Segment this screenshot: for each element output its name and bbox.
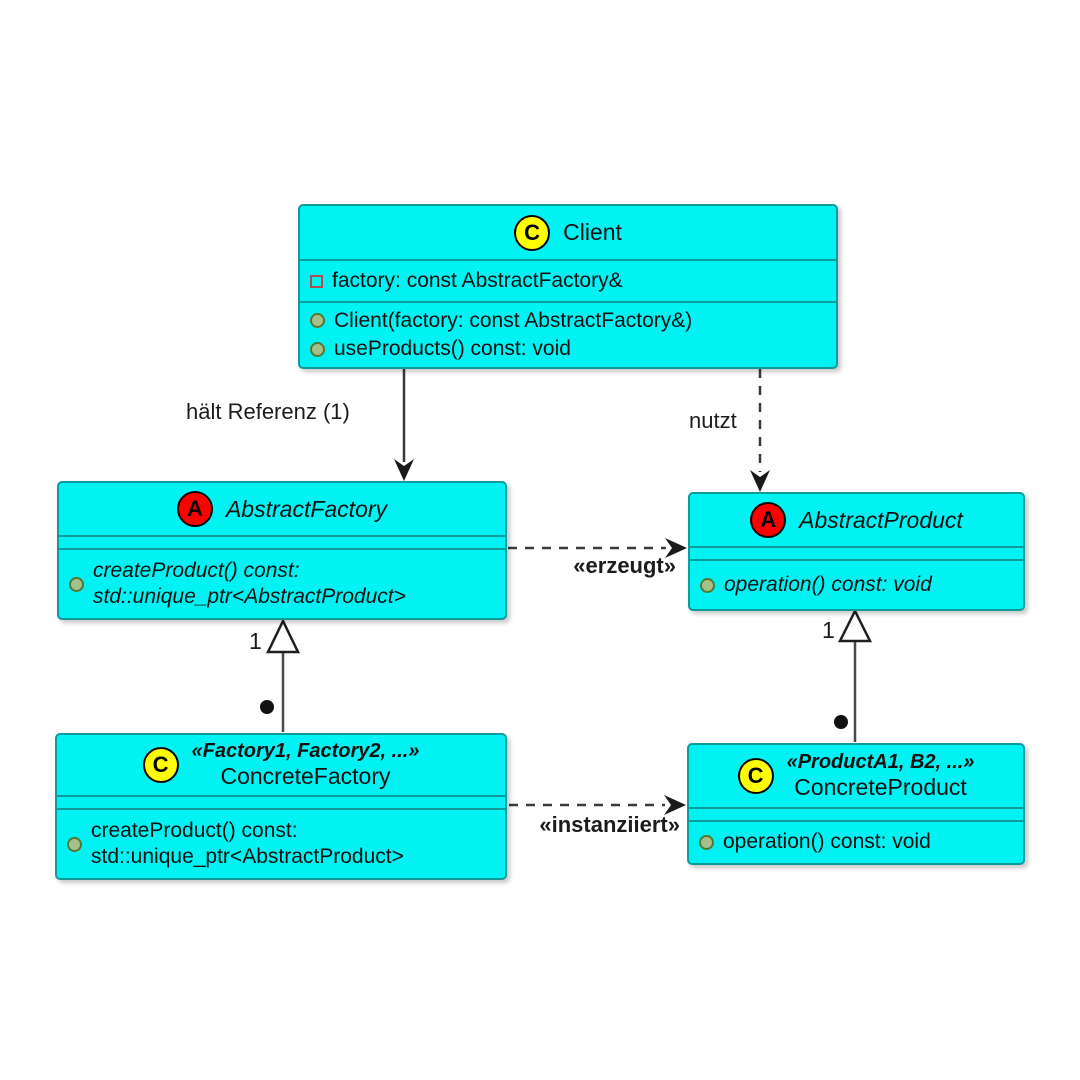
method-visibility-icon: [310, 313, 325, 329]
edge-label-creates: «erzeugt»: [573, 553, 676, 578]
multiplicity-product: 1: [822, 617, 835, 643]
class-name: AbstractProduct: [799, 506, 963, 533]
class-concrete-factory-title: C «Factory1, Factory2, ...» ConcreteFact…: [57, 735, 505, 795]
field-visibility-icon: [310, 274, 323, 288]
method-visibility-icon: [67, 836, 82, 852]
method-text: createProduct() const: std::unique_ptr<A…: [91, 818, 404, 868]
class-stereotype: «Factory1, Factory2, ...»: [191, 740, 420, 763]
class-concrete-factory[interactable]: C «Factory1, Factory2, ...» ConcreteFact…: [55, 733, 507, 880]
edge-label-holds-reference: hält Referenz (1): [186, 399, 350, 424]
class-abstract-factory-title: A AbstractFactory: [59, 483, 505, 535]
class-badge-icon: C: [737, 758, 774, 794]
attribute-text: factory: const AbstractFactory&: [332, 268, 623, 292]
class-concrete-product-methods: operation() const: void: [689, 820, 1023, 863]
class-client-attributes: factory: const AbstractFactory&: [300, 259, 836, 301]
method-text: useProducts() const: void: [334, 337, 571, 360]
method-text: createProduct() const: std::unique_ptr<A…: [93, 558, 406, 608]
method-row: Client(factory: const AbstractFactory&): [310, 308, 826, 334]
abstract-badge-icon: A: [750, 502, 787, 538]
method-row: useProducts() const: void: [310, 336, 826, 362]
class-stereotype: «ProductA1, B2, ...»: [786, 751, 975, 774]
method-row: operation() const: void: [700, 572, 1013, 598]
class-concrete-product-attributes: [689, 807, 1023, 820]
class-abstract-product-methods: operation() const: void: [690, 559, 1023, 609]
class-concrete-factory-methods: createProduct() const: std::unique_ptr<A…: [57, 808, 505, 878]
class-abstract-factory[interactable]: A AbstractFactory createProduct() const:…: [57, 481, 507, 620]
class-name: AbstractFactory: [225, 495, 388, 522]
method-row: operation() const: void: [699, 829, 1013, 855]
class-badge-icon: C: [142, 747, 179, 783]
class-name: ConcreteProduct: [794, 774, 967, 801]
class-abstract-factory-methods: createProduct() const: std::unique_ptr<A…: [59, 548, 505, 618]
class-concrete-product-title: C «ProductA1, B2, ...» ConcreteProduct: [689, 745, 1023, 807]
class-client-methods: Client(factory: const AbstractFactory&) …: [300, 301, 836, 367]
class-concrete-factory-attributes: [57, 795, 505, 808]
class-name: Client: [563, 219, 622, 245]
method-text: operation() const: void: [723, 830, 931, 854]
method-visibility-icon: [69, 576, 84, 592]
class-abstract-product[interactable]: A AbstractProduct operation() const: voi…: [688, 492, 1025, 611]
class-client[interactable]: C Client factory: const AbstractFactory&…: [298, 204, 838, 369]
method-row: createProduct() const: std::unique_ptr<A…: [69, 558, 495, 611]
edge-label-instantiates: «instanziiert»: [539, 812, 680, 837]
attribute-row: factory: const AbstractFactory&: [310, 268, 826, 294]
abstract-badge-icon: A: [176, 491, 213, 527]
method-visibility-icon: [700, 577, 715, 593]
method-visibility-icon: [699, 835, 714, 850]
multiplicity-factory: 1: [249, 628, 262, 654]
class-abstract-product-title: A AbstractProduct: [690, 494, 1023, 546]
method-row: createProduct() const: std::unique_ptr<A…: [67, 818, 495, 871]
class-badge-icon: C: [514, 214, 551, 251]
method-text: operation() const: void: [724, 572, 932, 596]
method-visibility-icon: [310, 341, 325, 357]
class-abstract-product-attributes: [690, 546, 1023, 559]
edge-label-uses: nutzt: [689, 408, 737, 433]
class-name: ConcreteFactory: [220, 763, 391, 790]
class-abstract-factory-attributes: [59, 535, 505, 548]
class-client-title: C Client: [300, 206, 836, 259]
class-concrete-product[interactable]: C «ProductA1, B2, ...» ConcreteProduct o…: [687, 743, 1025, 865]
method-text: Client(factory: const AbstractFactory&): [334, 308, 693, 332]
